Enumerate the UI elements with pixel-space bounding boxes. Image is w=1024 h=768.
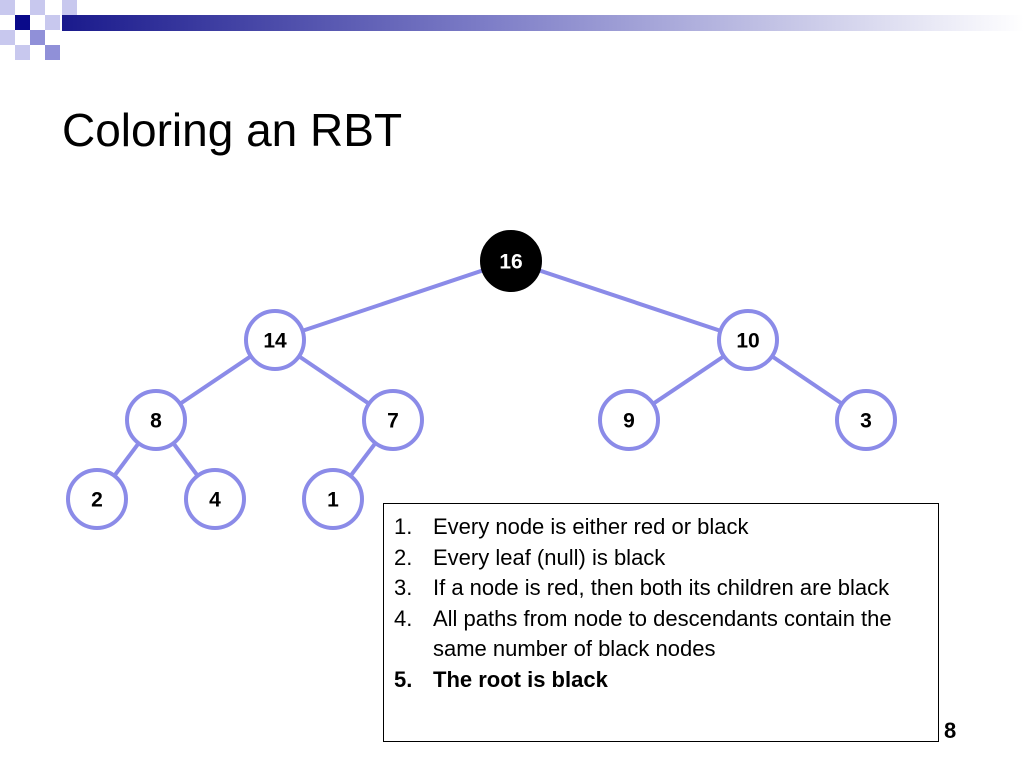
tree-node: 4 xyxy=(184,468,246,530)
node-label: 7 xyxy=(387,410,399,433)
tree-node: 9 xyxy=(598,389,660,451)
node-circle xyxy=(244,309,306,371)
header-gradient-bar xyxy=(62,15,1024,31)
node-circle xyxy=(717,309,779,371)
rule-number: 2. xyxy=(394,544,413,570)
node-circle xyxy=(598,389,660,451)
deco-square xyxy=(15,15,30,30)
node-label: 8 xyxy=(150,410,162,433)
rule-text: Every node is either red or black xyxy=(433,514,749,539)
deco-square xyxy=(45,45,60,60)
tree-node: 10 xyxy=(717,309,779,371)
node-circle xyxy=(66,468,128,530)
tree-node: 2 xyxy=(66,468,128,530)
tree-edge xyxy=(274,259,512,342)
deco-square xyxy=(45,15,60,30)
rule-text: All paths from node to descendants conta… xyxy=(433,605,892,662)
rule-number: 5. xyxy=(394,666,413,692)
deco-square xyxy=(62,0,77,15)
node-label: 2 xyxy=(91,489,103,512)
tree-node: 7 xyxy=(362,389,424,451)
tree-edge xyxy=(510,259,749,342)
node-circle xyxy=(125,389,187,451)
node-circle xyxy=(184,468,246,530)
rule-text: If a node is red, then both its children… xyxy=(433,575,890,600)
node-label: 14 xyxy=(263,330,287,353)
node-label: 16 xyxy=(499,251,522,274)
node-circle xyxy=(362,389,424,451)
node-label: 1 xyxy=(327,489,339,512)
rbt-rules-box: 1. Every node is either red or black 2. Eve… xyxy=(383,503,939,742)
tree-node: 3 xyxy=(835,389,897,451)
rule-item: 3. If a node is red, then both its childr… xyxy=(394,573,926,604)
deco-square xyxy=(15,45,30,60)
rule-number: 4. xyxy=(394,605,413,631)
rule-item: 4. All paths from node to descendants con… xyxy=(394,604,926,665)
rule-number: 1. xyxy=(394,514,413,539)
tree-node: 8 xyxy=(125,389,187,451)
node-circle xyxy=(835,389,897,451)
black-node-circle xyxy=(480,230,542,292)
node-label: 10 xyxy=(736,330,759,353)
deco-square xyxy=(30,0,45,15)
deco-square xyxy=(30,30,45,45)
tree-node: 14 xyxy=(244,309,306,371)
slide-title: Coloring an RBT xyxy=(62,104,403,156)
rule-item: 1. Every node is either red or black xyxy=(394,512,926,543)
rule-text: Every leaf (null) is black xyxy=(433,544,666,570)
deco-square xyxy=(0,0,15,15)
deco-square xyxy=(0,30,15,45)
rule-item: 2. Every leaf (null) is black xyxy=(394,543,926,574)
rule-item: 5. The root is black xyxy=(394,665,926,696)
node-circle xyxy=(302,468,364,530)
tree-node: 16 xyxy=(480,230,542,292)
rule-number: 3. xyxy=(394,575,413,600)
node-label: 9 xyxy=(623,410,635,433)
page-number: 8 xyxy=(944,718,957,743)
tree-node: 1 xyxy=(302,468,364,530)
tree-edges xyxy=(95,259,868,501)
header-decoration xyxy=(0,0,1024,60)
rbt-rules-list: 1. Every node is either red or black 2. Eve… xyxy=(394,512,926,695)
node-label: 4 xyxy=(209,489,221,512)
rule-text: The root is black xyxy=(433,666,608,692)
node-label: 3 xyxy=(860,410,872,433)
tree-nodes: 16 14 10 8 7 9 3 2 4 1 xyxy=(66,230,897,530)
